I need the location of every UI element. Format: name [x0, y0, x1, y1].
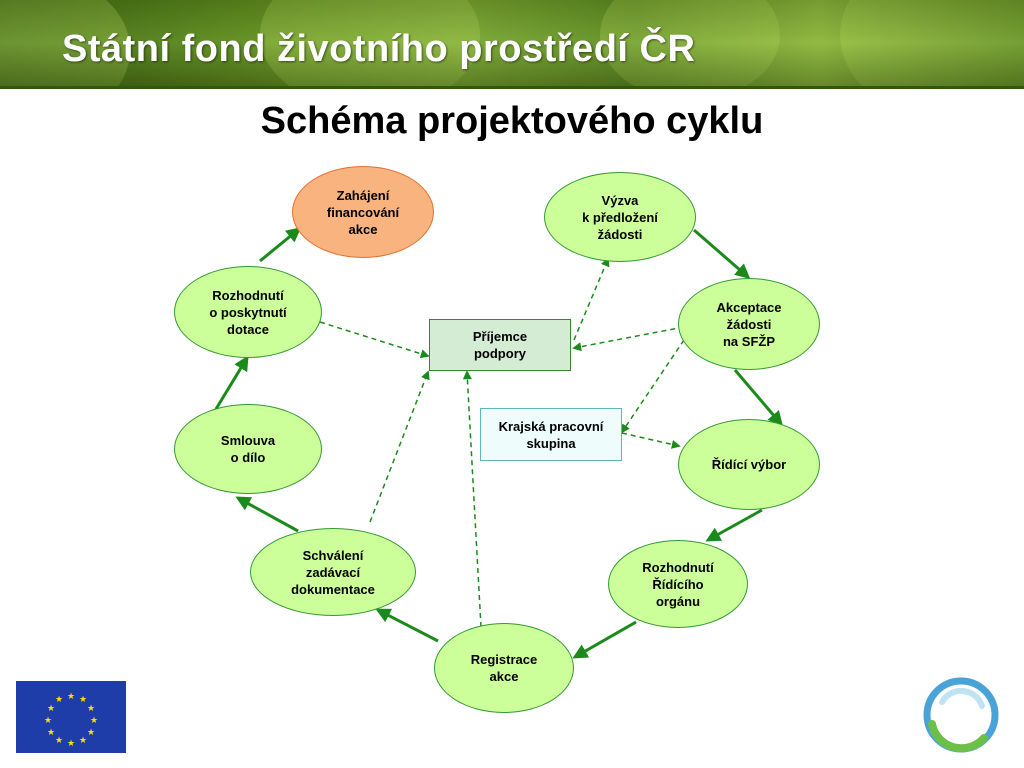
node-vyzva: Výzva k předložení žádosti: [544, 172, 696, 262]
svg-text:★: ★: [44, 716, 52, 726]
dashed-prijemce-vyzva: [573, 257, 610, 341]
eu-flag-icon: ★ ★ ★ ★ ★ ★ ★ ★ ★ ★ ★ ★: [16, 681, 126, 753]
svg-text:★: ★: [47, 728, 55, 738]
svg-text:★: ★: [55, 695, 63, 705]
node-akceptace-zadosti: Akceptace žádosti na SFŽP: [678, 278, 820, 370]
node-prijemce-podpory: Příjemce podpory: [429, 319, 571, 371]
svg-text:★: ★: [67, 692, 75, 702]
node-ridici-vybor: Řídící výbor: [678, 419, 820, 510]
arrow-vyzva-akceptace: [693, 228, 751, 279]
header-banner: Státní fond životního prostředí ČR: [0, 0, 1024, 86]
dashed-registrace-prijemce: [462, 370, 482, 628]
sfzp-logo-icon: [922, 676, 1000, 754]
page-title: Schéma projektového cyklu: [260, 100, 764, 142]
dashed-akceptace-krajska: [620, 339, 685, 434]
svg-text:★: ★: [67, 739, 75, 749]
svg-text:★: ★: [87, 704, 95, 714]
node-krajska-pracovni-skupina: Krajská pracovní skupina: [480, 408, 622, 461]
dashed-krajska-ridici: [621, 432, 681, 449]
svg-text:★: ★: [55, 736, 63, 746]
svg-text:★: ★: [87, 728, 95, 738]
svg-text:★: ★: [47, 704, 55, 714]
node-smlouva-o-dilo: Smlouva o dílo: [174, 404, 322, 494]
arrow-ridici-rozhodnuti: [705, 508, 763, 542]
node-registrace-akce: Registrace akce: [434, 623, 574, 713]
svg-text:★: ★: [79, 736, 87, 746]
node-schvaleni-dokumentace: Schválení zadávací dokumentace: [250, 528, 416, 616]
node-zahajeni-financovani: Zahájení financování akce: [292, 166, 434, 258]
header-title: Státní fond životního prostředí ČR: [62, 28, 696, 70]
svg-text:★: ★: [79, 695, 87, 705]
arrow-schvaleni-smlouva: [235, 496, 299, 533]
arrow-rozhodnuti-registrace: [572, 620, 637, 659]
arrow-smlouva-rozhodnuti: [214, 355, 249, 410]
dashed-akceptace-prijemce: [572, 326, 685, 352]
node-rozhodnuti-ridiciho-organu: Rozhodnutí Řídícího orgánu: [608, 540, 748, 628]
node-rozhodnuti-o-dotaci: Rozhodnutí o poskytnutí dotace: [174, 266, 322, 358]
dashed-schvaleni-prijemce: [369, 370, 430, 523]
arrow-rozhodnuti-zahajeni: [259, 227, 302, 263]
svg-text:★: ★: [90, 716, 98, 726]
arrow-akceptace-ridici: [733, 369, 783, 427]
header-divider: [0, 86, 1024, 89]
arrow-registrace-schvaleni: [375, 608, 439, 643]
dashed-rozhodnuti-prijemce: [319, 321, 430, 359]
